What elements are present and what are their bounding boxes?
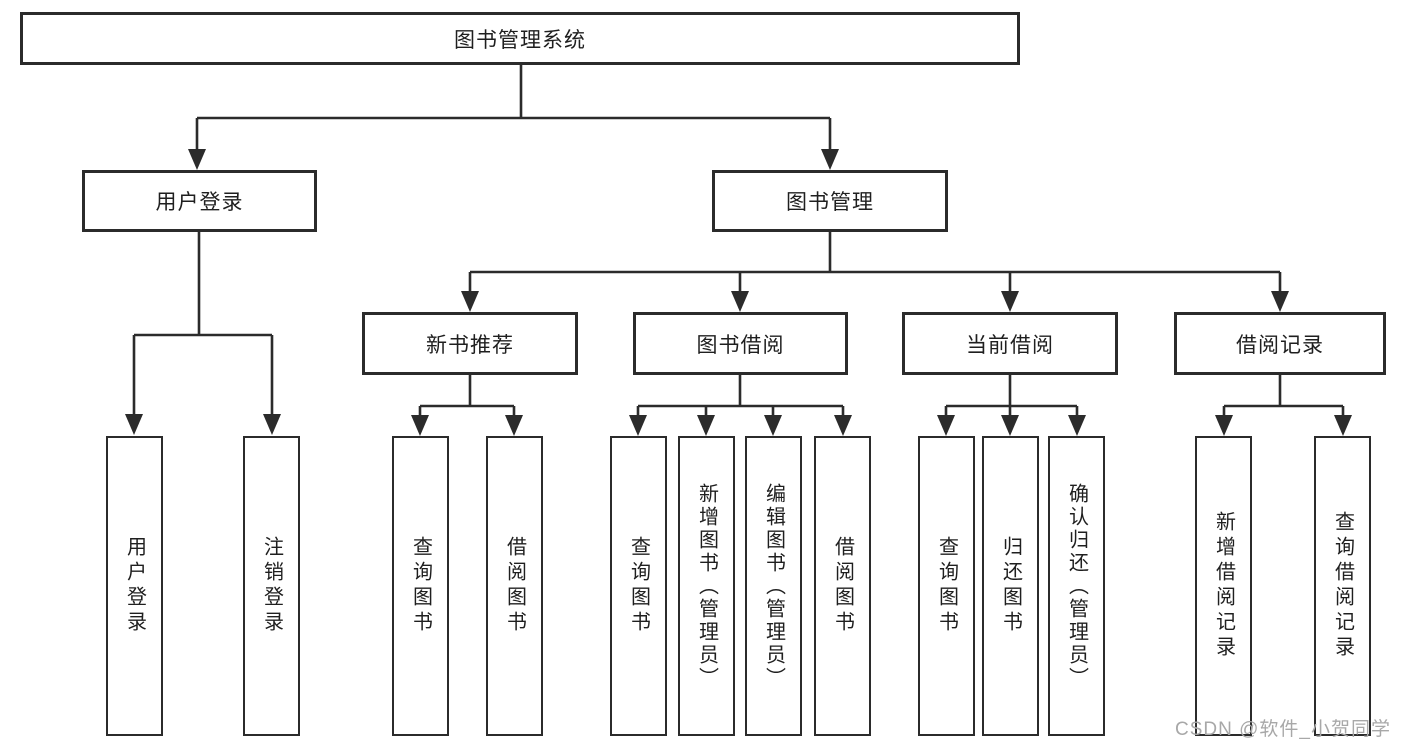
leaf-user-login: 用户登录 xyxy=(106,436,163,736)
leaf-query-books-1-label: 查询图书 xyxy=(409,536,432,636)
arrowhead-icon xyxy=(263,414,281,435)
leaf-borrow-books-2: 借阅图书 xyxy=(814,436,871,736)
leaf-query-books-2: 查询图书 xyxy=(610,436,667,736)
node-user-login-label: 用户登录 xyxy=(155,191,244,214)
leaf-logout: 注销登录 xyxy=(243,436,300,736)
arrowhead-icon xyxy=(937,415,955,436)
leaf-query-books-3-label: 查询图书 xyxy=(935,536,958,636)
leaf-query-books-3: 查询图书 xyxy=(918,436,975,736)
leaf-query-borrow-record: 查询借阅记录 xyxy=(1314,436,1371,736)
leaf-borrow-books-1-label: 借阅图书 xyxy=(503,536,526,636)
connector-book-borrow xyxy=(636,375,845,418)
node-borrow-records-label: 借阅记录 xyxy=(1236,333,1324,357)
node-new-book-recommend-label: 新书推荐 xyxy=(426,333,514,357)
node-book-borrow: 图书借阅 xyxy=(633,312,848,375)
connector-root xyxy=(195,65,832,152)
arrowhead-icon xyxy=(461,291,479,312)
leaf-confirm-return-admin-label: 确认归还（管理员） xyxy=(1065,482,1088,690)
node-book-management: 图书管理 xyxy=(712,170,948,232)
node-book-borrow-label: 图书借阅 xyxy=(696,333,785,357)
node-current-borrow-label: 当前借阅 xyxy=(966,333,1054,357)
leaf-query-books-2-label: 查询图书 xyxy=(627,536,650,636)
node-root-label: 图书管理系统 xyxy=(454,28,586,52)
arrowhead-icon xyxy=(764,415,782,436)
leaf-edit-book-admin-label: 编辑图书（管理员） xyxy=(762,482,785,690)
leaf-query-books-1: 查询图书 xyxy=(392,436,449,736)
arrowhead-icon xyxy=(125,414,143,435)
arrowhead-icon xyxy=(1068,415,1086,436)
arrowhead-icon xyxy=(1215,415,1233,436)
arrowhead-icon xyxy=(697,415,715,436)
leaf-query-borrow-record-label: 查询借阅记录 xyxy=(1331,511,1354,661)
arrowhead-icon xyxy=(188,149,206,170)
leaf-user-login-label: 用户登录 xyxy=(123,536,146,636)
leaf-logout-label: 注销登录 xyxy=(260,536,283,636)
arrowhead-icon xyxy=(834,415,852,436)
connector-current-borrow xyxy=(944,375,1079,418)
arrowhead-icon xyxy=(1271,291,1289,312)
node-user-login: 用户登录 xyxy=(82,170,317,232)
leaf-confirm-return-admin: 确认归还（管理员） xyxy=(1048,436,1105,736)
connector-user-login xyxy=(132,232,274,417)
arrowhead-icon xyxy=(821,149,839,170)
node-borrow-records: 借阅记录 xyxy=(1174,312,1386,375)
watermark: CSDN @软件_小贺同学 xyxy=(1175,719,1391,740)
node-book-management-label: 图书管理 xyxy=(786,191,874,214)
leaf-add-book-admin-label: 新增图书（管理员） xyxy=(695,482,718,690)
connector-new-book xyxy=(418,375,516,418)
leaf-return-book: 归还图书 xyxy=(982,436,1039,736)
leaf-add-book-admin: 新增图书（管理员） xyxy=(678,436,735,736)
leaf-add-borrow-record-label: 新增借阅记录 xyxy=(1212,511,1235,661)
connector-book-mgmt xyxy=(468,232,1282,294)
arrowhead-icon xyxy=(629,415,647,436)
leaf-return-book-label: 归还图书 xyxy=(999,536,1022,636)
connector-borrow-records xyxy=(1222,375,1345,418)
node-new-book-recommend: 新书推荐 xyxy=(362,312,578,375)
arrowhead-icon xyxy=(1001,291,1019,312)
arrowhead-icon xyxy=(1334,415,1352,436)
node-current-borrow: 当前借阅 xyxy=(902,312,1118,375)
node-root: 图书管理系统 xyxy=(20,12,1020,65)
leaf-borrow-books-1: 借阅图书 xyxy=(486,436,543,736)
arrowhead-icon xyxy=(731,291,749,312)
arrowhead-icon xyxy=(505,415,523,436)
arrowhead-icon xyxy=(1001,415,1019,436)
leaf-add-borrow-record: 新增借阅记录 xyxy=(1195,436,1252,736)
leaf-borrow-books-2-label: 借阅图书 xyxy=(831,536,854,636)
leaf-edit-book-admin: 编辑图书（管理员） xyxy=(745,436,802,736)
arrowhead-icon xyxy=(411,415,429,436)
